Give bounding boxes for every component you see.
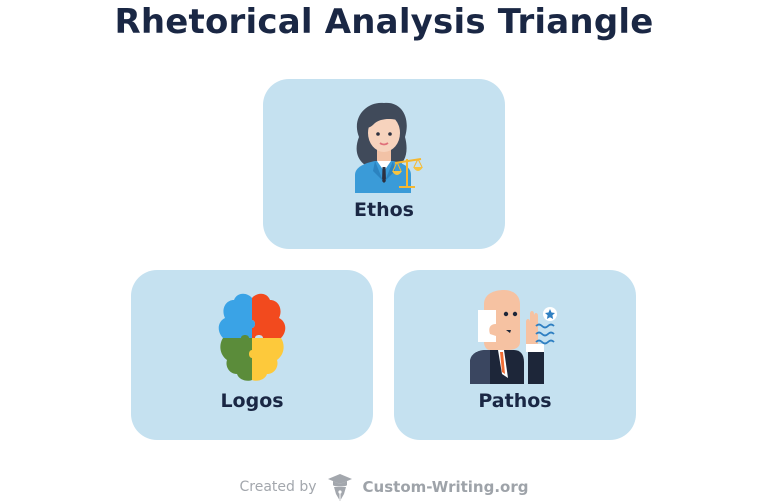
page-title: Rhetorical Analysis Triangle <box>114 2 654 42</box>
created-by-text: Created by <box>239 479 317 495</box>
brand-name: Custom-Writing.org <box>362 478 529 496</box>
lawyer-woman-scales-icon <box>355 102 423 193</box>
card-label-pathos: Pathos <box>478 390 552 412</box>
card-label-logos: Logos <box>220 390 284 412</box>
card-pathos: Pathos <box>394 270 636 440</box>
footer-credit: Created by Custom-Writing.org <box>0 472 768 502</box>
card-label-ethos: Ethos <box>354 199 414 221</box>
card-logos: Logos <box>131 270 373 440</box>
graduation-pen-icon <box>327 474 352 501</box>
man-listening-hand-icon <box>470 290 557 384</box>
puzzle-brain-icon <box>218 293 286 381</box>
card-ethos: Ethos <box>263 79 505 249</box>
